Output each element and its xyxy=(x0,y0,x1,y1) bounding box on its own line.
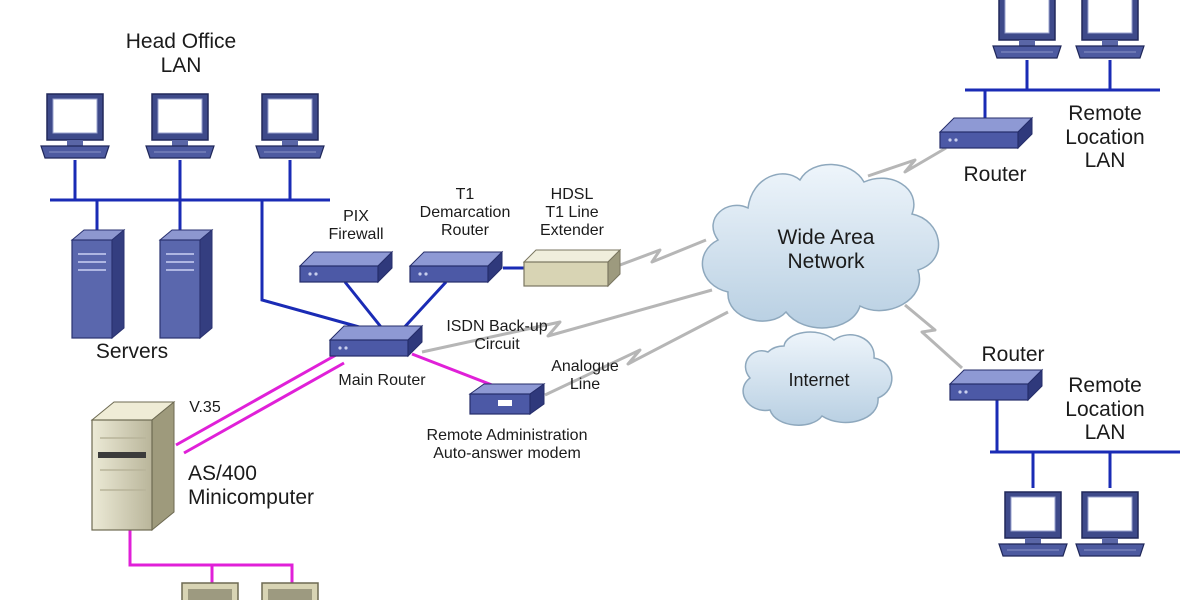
terminal-icon xyxy=(181,582,239,600)
router-icon xyxy=(949,369,1043,401)
internet-label: Internet xyxy=(788,370,850,390)
router-top-label: Router xyxy=(963,163,1027,186)
computer-icon xyxy=(255,93,325,159)
computer-icon xyxy=(1075,491,1145,557)
minicomputer-icon xyxy=(90,400,176,532)
computer-icon xyxy=(145,93,215,159)
computer-icon xyxy=(998,491,1068,557)
connection-lines xyxy=(50,60,1180,585)
router-icon xyxy=(939,117,1033,149)
server-icon xyxy=(71,229,125,339)
router-icon xyxy=(329,325,423,357)
computer-icon xyxy=(992,0,1062,59)
server-icon xyxy=(159,229,213,339)
modem-icon xyxy=(468,383,546,415)
computer-icon xyxy=(40,93,110,159)
internet-cloud-icon xyxy=(742,331,893,426)
lightning-link-icon xyxy=(421,146,964,397)
router-icon xyxy=(409,251,503,283)
wan-cloud-icon xyxy=(701,163,940,329)
router-bottom-label: Router xyxy=(981,343,1045,366)
line-extender-icon xyxy=(522,248,622,288)
servers-label: Servers xyxy=(95,340,169,363)
router-icon xyxy=(299,251,393,283)
main-router-label: Main Router xyxy=(338,372,426,389)
computer-icon xyxy=(1075,0,1145,59)
v35-label: V.35 xyxy=(189,399,221,416)
v35-serial-link xyxy=(175,353,337,447)
terminal-icon xyxy=(261,582,319,600)
